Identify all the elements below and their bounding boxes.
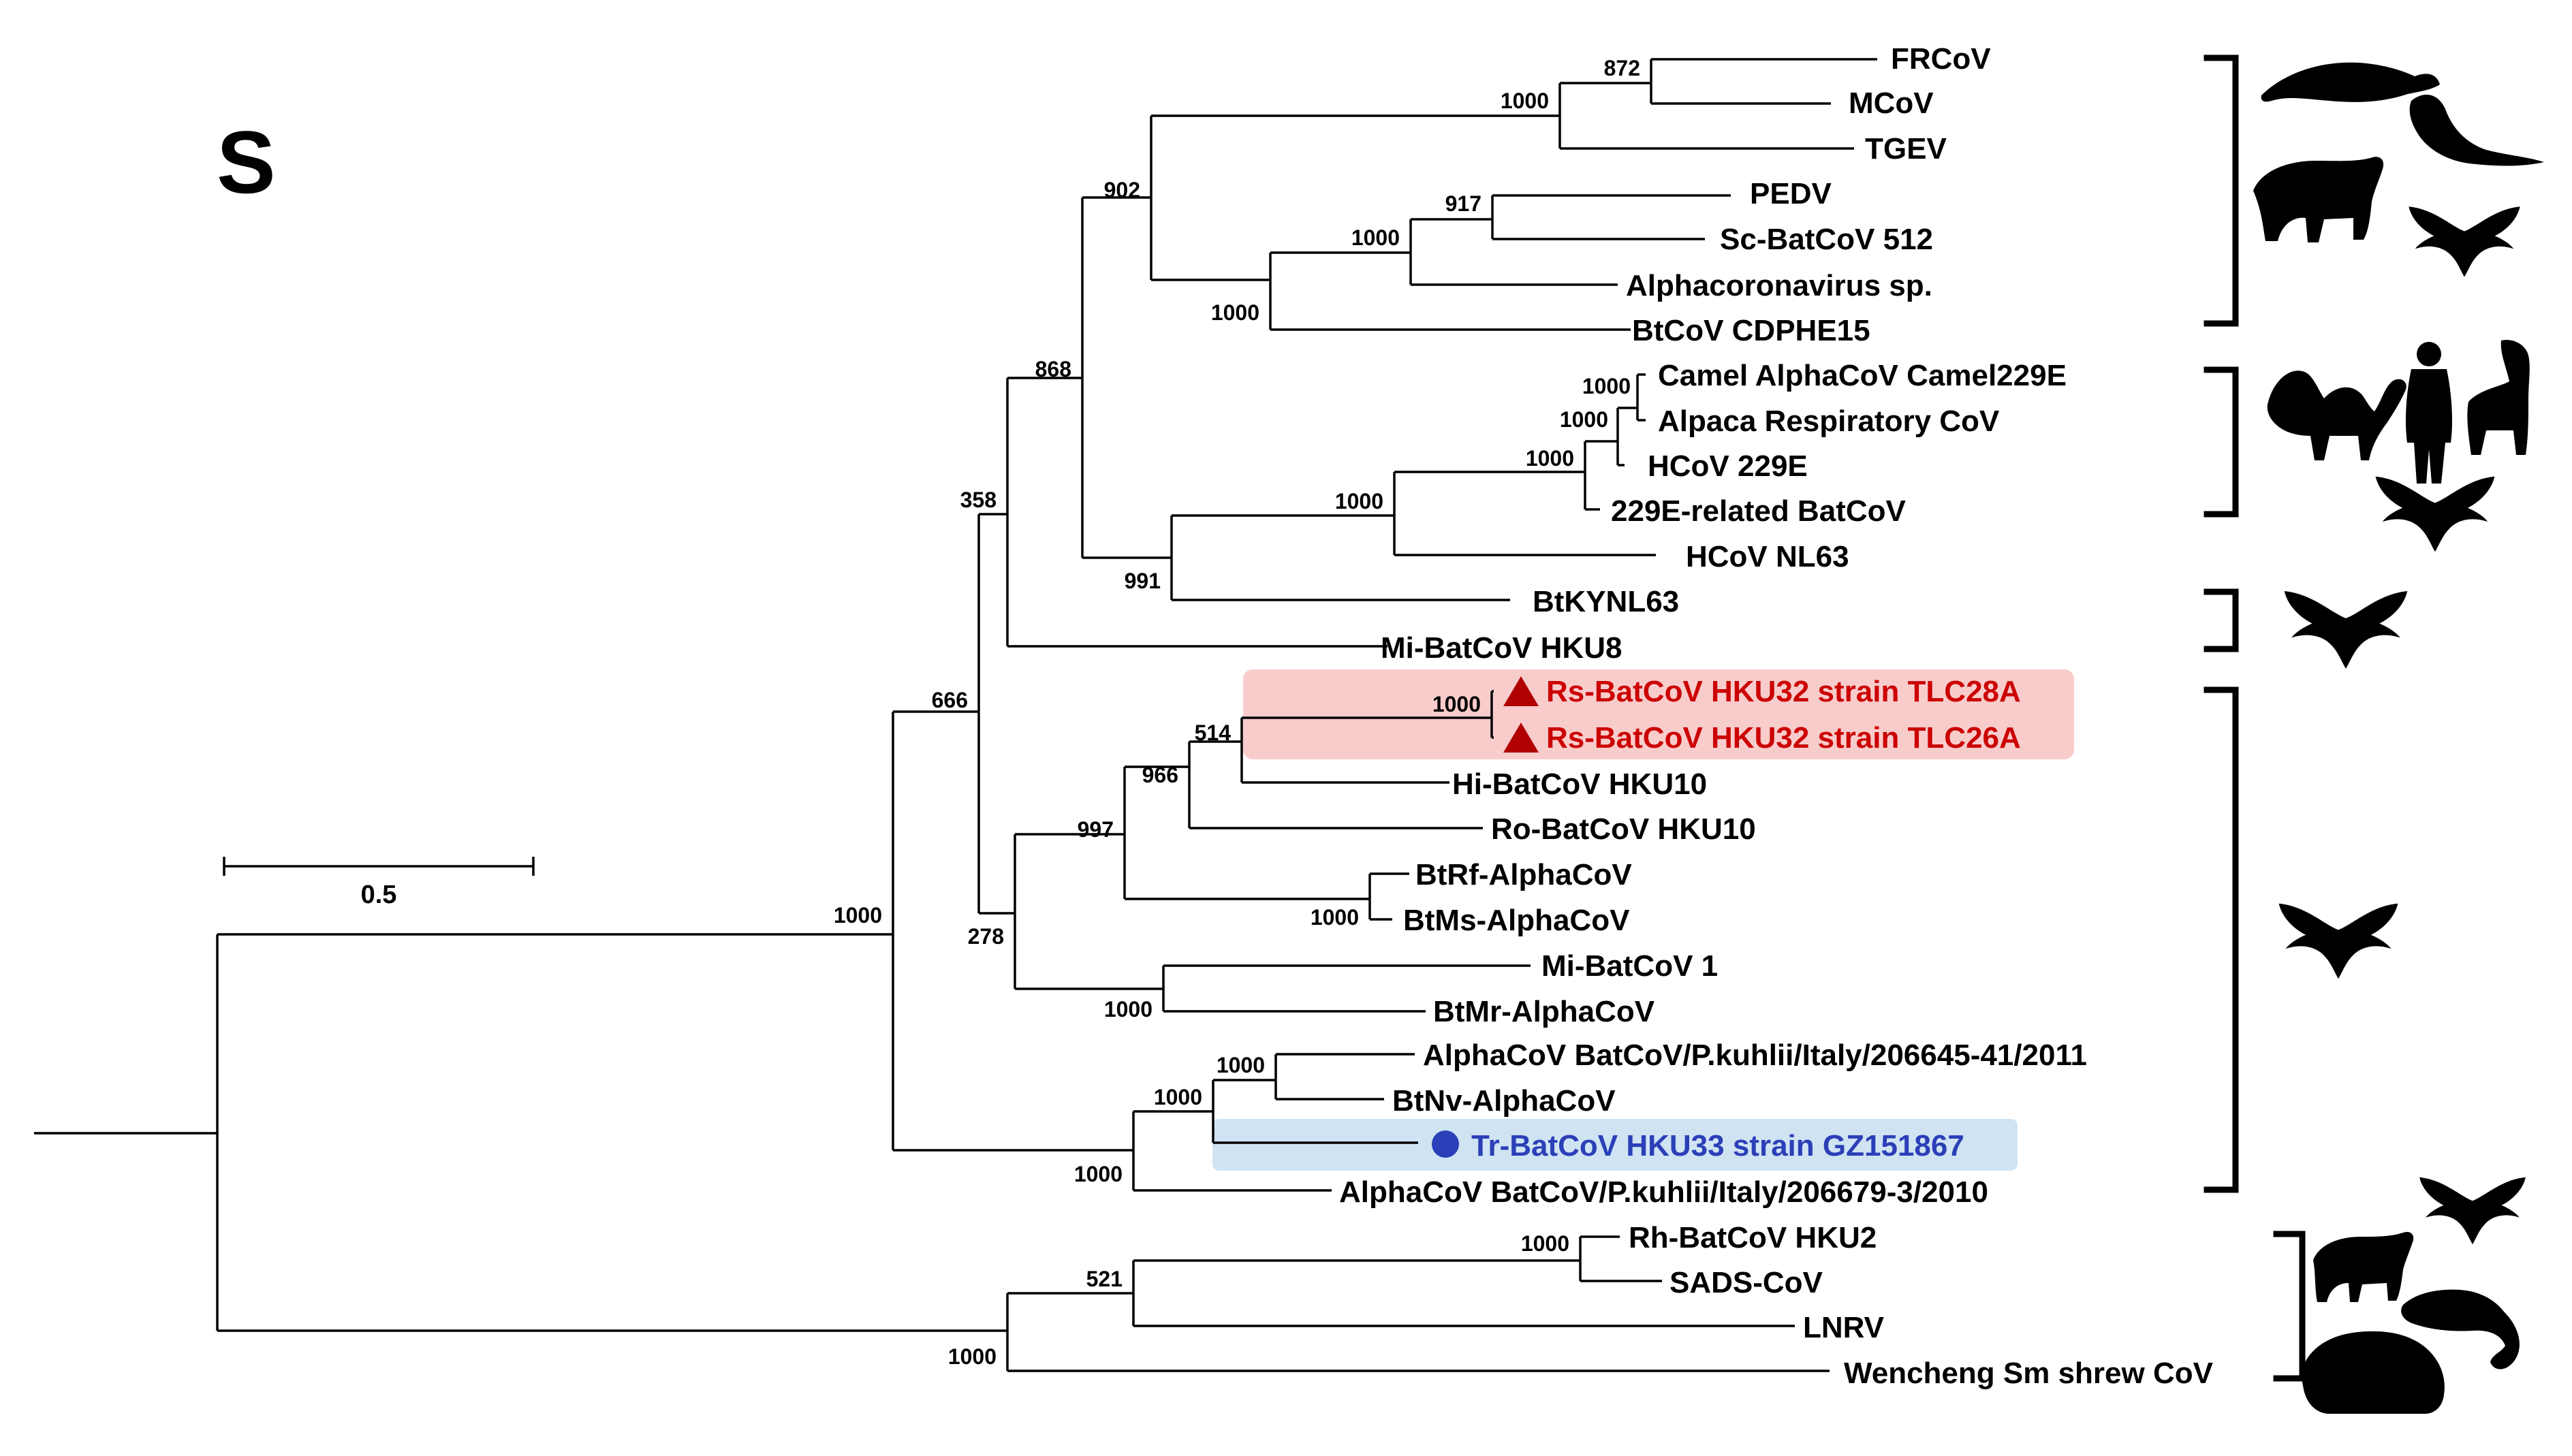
leaf-label: MCoV xyxy=(1849,86,1934,120)
host-bracket xyxy=(2204,686,2239,1193)
leaf-label: Tr-BatCoV HKU33 strain GZ151867 xyxy=(1471,1129,1964,1162)
leaf-label: HCoV 229E xyxy=(1648,449,1808,483)
leaf-label: LNRV xyxy=(1803,1311,1885,1344)
host-group-3 xyxy=(2284,591,2408,669)
leaf-label: BtKYNL63 xyxy=(1533,585,1679,618)
panel-label: S xyxy=(217,112,276,212)
bootstrap-value: 1000 xyxy=(1154,1085,1202,1109)
leaf-label: Mi-BatCoV HKU8 xyxy=(1381,631,1622,665)
bootstrap-value: 1000 xyxy=(1335,489,1383,513)
bootstrap-value: 868 xyxy=(1035,357,1071,381)
bootstrap-value: 1000 xyxy=(834,903,882,928)
bootstrap-value: 872 xyxy=(1604,56,1640,80)
host-group-4 xyxy=(2278,903,2398,979)
leaf-label: Rs-BatCoV HKU32 strain TLC28A xyxy=(1546,675,2021,708)
leaf-label: Rh-BatCoV HKU2 xyxy=(1629,1221,1877,1254)
triangle-marker-icon xyxy=(1503,723,1539,753)
bootstrap-value: 358 xyxy=(960,488,997,512)
bootstrap-value: 991 xyxy=(1125,569,1161,593)
leaf-label: HCoV NL63 xyxy=(1686,540,1849,573)
leaf-label: Wencheng Sm shrew CoV xyxy=(1844,1357,2214,1390)
camel-icon xyxy=(2267,370,2406,460)
bootstrap-value: 1000 xyxy=(1526,446,1574,471)
bootstrap-value: 1000 xyxy=(1432,692,1481,716)
leaf-label: BtMs-AlphaCoV xyxy=(1403,904,1630,937)
bat-icon xyxy=(2278,903,2398,979)
bootstrap-value: 917 xyxy=(1445,191,1481,216)
bootstrap-value: 966 xyxy=(1142,763,1178,787)
tree-branches xyxy=(34,58,1877,1372)
bootstrap-value: 1000 xyxy=(1560,407,1608,432)
leaf-label: Ro-BatCoV HKU10 xyxy=(1491,812,1756,846)
leaf-label: Mi-BatCoV 1 xyxy=(1541,949,1718,983)
human-icon xyxy=(2406,342,2452,484)
bootstrap-value: 666 xyxy=(932,688,968,712)
host-brackets xyxy=(2204,54,2306,1382)
leaf-label: Hi-BatCoV HKU10 xyxy=(1452,767,1707,801)
pig-icon xyxy=(2313,1231,2414,1302)
host-group-1 xyxy=(2253,62,2544,277)
bootstrap-value: 1000 xyxy=(1521,1231,1569,1256)
rat-icon xyxy=(2401,1289,2520,1370)
scale-bar-label: 0.5 xyxy=(361,881,397,909)
leaf-label: AlphaCoV BatCoV/P.kuhlii/Italy/206679-3/… xyxy=(1339,1175,1988,1209)
bat-icon xyxy=(2375,476,2495,552)
leaf-label: BtRf-AlphaCoV xyxy=(1415,858,1632,891)
bootstrap-value: 1000 xyxy=(1351,225,1400,250)
bootstrap-value: 997 xyxy=(1078,817,1114,842)
bootstrap-value: 1000 xyxy=(1211,300,1259,325)
bat-icon xyxy=(2284,591,2408,669)
bat-icon xyxy=(2419,1177,2526,1245)
bootstrap-value: 521 xyxy=(1086,1267,1123,1291)
bootstrap-value: 514 xyxy=(1195,721,1232,745)
host-bracket xyxy=(2204,366,2239,518)
mink-icon xyxy=(2409,94,2544,166)
triangle-marker-icon xyxy=(1503,676,1539,706)
shrew-icon xyxy=(2302,1331,2445,1414)
ferret-icon xyxy=(2261,62,2440,102)
host-group-5 xyxy=(2302,1177,2526,1414)
leaf-label: Camel AlphaCoV Camel229E xyxy=(1658,359,2067,392)
leaf-label: 229E-related BatCoV xyxy=(1611,494,1906,528)
bat-icon xyxy=(2409,206,2520,277)
bootstrap-value: 1000 xyxy=(1104,997,1152,1022)
leaf-label: PEDV xyxy=(1750,177,1832,210)
leaf-label: AlphaCoV BatCoV/P.kuhlii/Italy/206645-41… xyxy=(1423,1039,2087,1072)
bootstrap-value: 1000 xyxy=(1074,1162,1123,1186)
leaf-label: BtMr-AlphaCoV xyxy=(1433,995,1655,1028)
bootstrap-value: 1000 xyxy=(1501,89,1549,113)
scale-bar: 0.5 xyxy=(223,857,535,909)
circle-marker-icon xyxy=(1432,1130,1459,1158)
leaf-label: BtNv-AlphaCoV xyxy=(1392,1084,1616,1118)
bootstrap-value: 1000 xyxy=(1311,905,1359,930)
leaf-label: Sc-BatCoV 512 xyxy=(1720,223,1933,256)
bootstrap-value: 278 xyxy=(968,924,1004,949)
leaf-label: Alpaca Respiratory CoV xyxy=(1658,405,2000,438)
host-group-2 xyxy=(2267,340,2530,552)
alpaca-icon xyxy=(2467,340,2530,455)
leaf-label: SADS-CoV xyxy=(1669,1266,1823,1299)
leaf-label: BtCoV CDPHE15 xyxy=(1632,314,1870,347)
bootstrap-value: 902 xyxy=(1104,178,1140,202)
host-bracket xyxy=(2204,54,2239,327)
host-bracket xyxy=(2204,588,2239,652)
leaf-labels: FRCoV MCoV TGEV PEDV Sc-BatCoV 512 Alpha… xyxy=(1339,42,2214,1390)
bootstrap-value: 1000 xyxy=(1582,374,1631,398)
bootstrap-value: 1000 xyxy=(948,1344,997,1369)
pig-icon xyxy=(2253,157,2384,242)
highlight-box-hku32 xyxy=(1243,669,2074,759)
bootstrap-value: 1000 xyxy=(1217,1053,1265,1077)
leaf-label: FRCoV xyxy=(1891,42,1991,76)
leaf-label: Alphacoronavirus sp. xyxy=(1626,269,1932,302)
leaf-label: Rs-BatCoV HKU32 strain TLC26A xyxy=(1546,721,2021,755)
bootstrap-values: 872 1000 902 917 1000 1000 868 1000 1000… xyxy=(834,56,1640,1369)
host-bracket xyxy=(2273,1231,2306,1382)
highlight-box-hku33 xyxy=(1212,1119,2018,1171)
leaf-label: TGEV xyxy=(1865,132,1947,165)
